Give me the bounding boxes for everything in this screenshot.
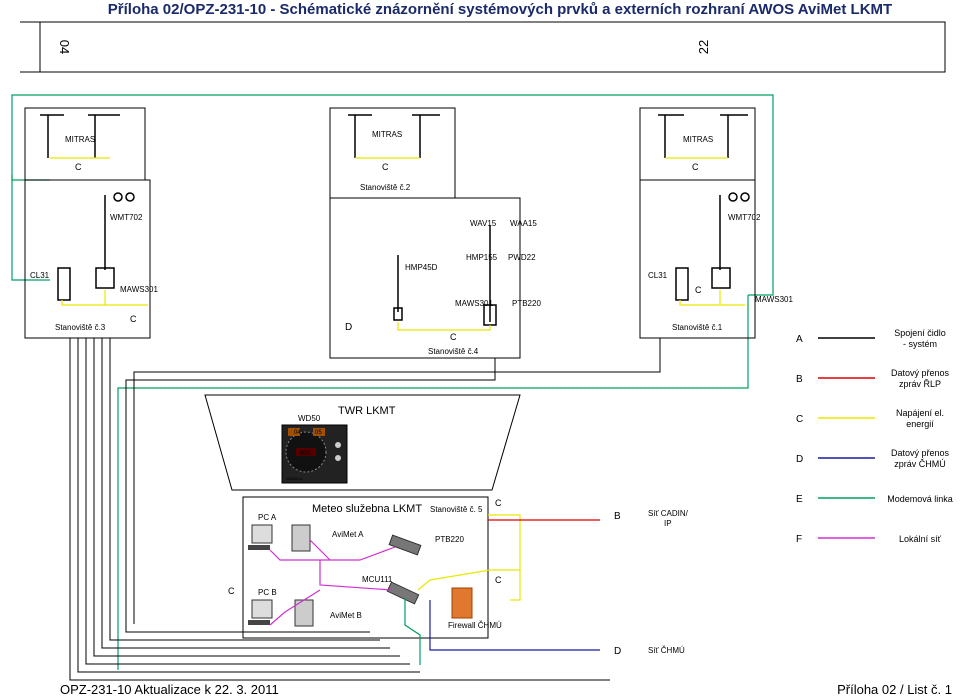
wd50-display-right: 05	[315, 430, 322, 436]
wmt-left-label: WMT702	[110, 213, 143, 222]
modem-lines	[11, 94, 774, 670]
maws-left-power: C	[130, 314, 137, 324]
tower-outline	[204, 394, 521, 491]
mitras-right-power: C	[692, 162, 699, 172]
footer-right: Příloha 02 / List č. 1	[837, 682, 952, 697]
station-box-4	[329, 197, 521, 359]
mitras-sensors	[40, 114, 748, 158]
wd50-label: WD50	[298, 414, 321, 423]
lan-lines	[269, 539, 396, 626]
mitras-left-power: C	[75, 162, 82, 172]
office-box	[242, 496, 489, 639]
pc-b-icon	[248, 599, 273, 625]
wd50-display	[281, 424, 348, 484]
mcu-icon	[386, 581, 420, 605]
hmp45d-label: HMP45D	[405, 263, 438, 272]
station-box-3	[24, 179, 151, 339]
mitras-mid-power: C	[382, 162, 389, 172]
cable-bundle	[69, 338, 661, 681]
office-title: Meteo služebna LKMT	[312, 503, 422, 515]
mitras-right-label: MITRAS	[683, 135, 713, 144]
maws-mid-label: MAWS301	[455, 299, 493, 308]
legend-key-b: B	[796, 374, 803, 385]
runway: 04 22	[20, 21, 946, 73]
pc-a-icon	[248, 524, 273, 550]
chmu-key: D	[614, 646, 621, 657]
wd50-brand: VAISALA	[286, 476, 303, 481]
ptb220-label: PTB220	[435, 535, 464, 544]
ptb220-top-label: PTB220	[512, 299, 541, 308]
office-power-line	[488, 514, 521, 601]
legend-label-e: Modemová linka	[887, 494, 953, 504]
waa15-label: WAA15	[510, 219, 537, 228]
office-power-bottom: C	[495, 575, 502, 585]
runway-right-designator: 22	[696, 40, 711, 54]
station-box-mitras-left	[24, 107, 146, 181]
wd50-display-left: 04	[294, 430, 301, 436]
legend-label-a: Spojení čidlo- systém	[894, 328, 946, 349]
cl31-left-label: CL31	[30, 271, 50, 280]
maws-right-power: C	[695, 285, 702, 295]
station-box-1	[639, 179, 756, 339]
station4-chmu-link: D	[345, 322, 352, 333]
cadin-key: B	[614, 511, 621, 522]
station4-power: C	[450, 332, 457, 342]
maws-right-label: MAWS301	[755, 295, 793, 304]
legend-label-c: Napájení el.energií	[896, 408, 944, 429]
cadin-label-2: IP	[664, 519, 672, 528]
cadin-label-1: Síť CADIN/	[648, 509, 689, 518]
mitras-left-label: MITRAS	[65, 135, 95, 144]
legend-key-c: C	[796, 414, 803, 425]
firewall-icon	[451, 587, 473, 619]
legend-key-d: D	[796, 454, 803, 465]
legend-key-e: E	[796, 494, 803, 505]
station2-label: Stanoviště č.2	[360, 183, 411, 192]
station3-label: Stanoviště č.3	[55, 323, 106, 332]
page-title: Příloha 02/OPZ-231-10 - Schématické znáz…	[108, 1, 892, 18]
runway-left-designator: 04	[57, 40, 72, 54]
footer-left: OPZ-231-10 Aktualizace k 22. 3. 2011	[60, 682, 279, 697]
legend-key-f: F	[796, 534, 802, 545]
station1-label: Stanoviště č.1	[672, 323, 723, 332]
wmt-right-label: WMT702	[728, 213, 761, 222]
firewall-label: Firewall ČHMÚ	[448, 621, 502, 630]
wd50-display-value: 005	[300, 451, 311, 457]
wav15-label: WAV15	[470, 219, 497, 228]
maws-left-label: MAWS301	[120, 285, 158, 294]
ptb220-icon	[388, 534, 422, 556]
avimet-a-label: AviMet A	[332, 530, 364, 539]
cl31-right-label: CL31	[648, 271, 668, 280]
chmu-link	[429, 600, 600, 651]
station4-label: Stanoviště č.4	[428, 347, 479, 356]
pc-b-label: PC B	[258, 588, 277, 597]
hmp155-label: HMP155	[466, 253, 498, 262]
avimet-b-label: AviMet B	[330, 611, 362, 620]
mcu-label: MCU111	[362, 575, 393, 584]
station5-label: Stanoviště č. 5	[430, 505, 483, 514]
pc-b-power: C	[228, 586, 235, 596]
server-a-icon	[291, 524, 311, 552]
pwd22-label: PWD22	[508, 253, 536, 262]
chmu-net-label: Síť ČHMÚ	[648, 646, 685, 655]
pc-a-label: PC A	[258, 513, 277, 522]
legend-key-a: A	[796, 334, 803, 345]
mitras-mid-label: MITRAS	[372, 130, 402, 139]
office-power-top: C	[495, 498, 502, 508]
tower-label: TWR LKMT	[338, 405, 396, 417]
legend-label-f: Lokální síť	[899, 534, 942, 544]
